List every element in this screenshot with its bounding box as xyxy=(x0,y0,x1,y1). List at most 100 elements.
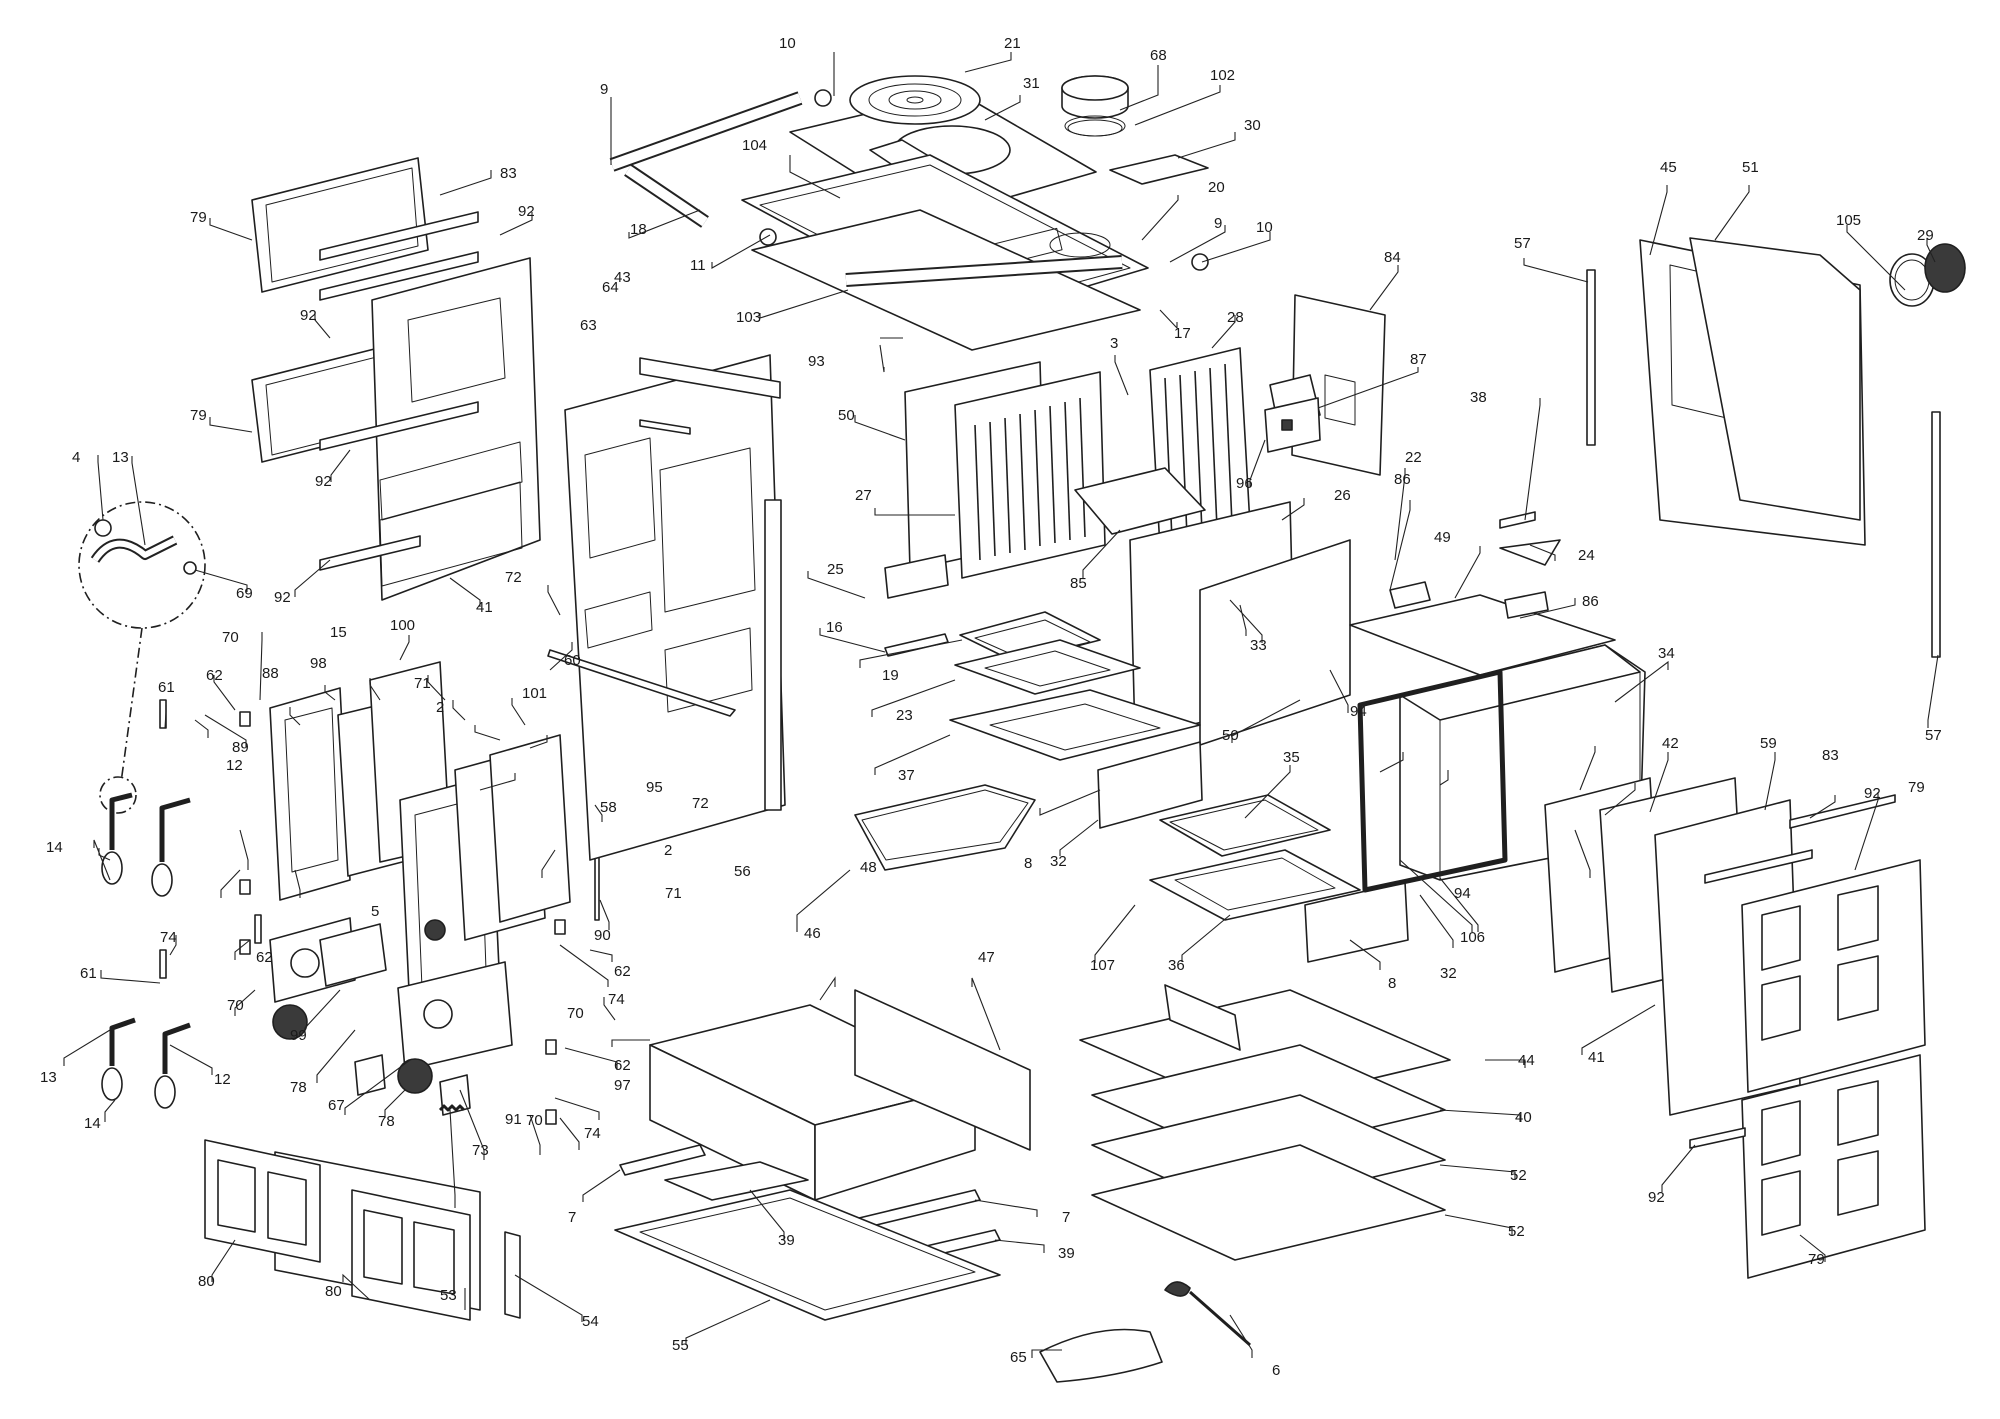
callout-labels: 2 2 3 4 5 6 7 7 8 8 9 9 10 10 11 12 12 1… xyxy=(40,35,1942,1379)
callout-54: 54 xyxy=(582,1313,599,1330)
callout-32: 32 xyxy=(1440,965,1457,982)
callout-74: 74 xyxy=(160,929,177,946)
callout-50: 50 xyxy=(838,407,855,424)
callout-30: 30 xyxy=(1244,117,1261,134)
callout-93: 93 xyxy=(808,353,825,370)
callout-19: 19 xyxy=(882,667,899,684)
callout-2: 2 xyxy=(436,699,444,716)
part-oven-top-49 xyxy=(1349,594,1616,676)
callout-62: 62 xyxy=(256,949,273,966)
callout-92: 92 xyxy=(274,589,291,606)
part-rear-frame xyxy=(547,354,786,861)
callout-18: 18 xyxy=(630,221,647,238)
callout-14: 14 xyxy=(46,839,63,856)
callout-13: 13 xyxy=(40,1069,57,1086)
part-oven-frame-36 xyxy=(1149,849,1361,921)
part-oven-frame-106 xyxy=(1357,669,1508,893)
callout-60: 60 xyxy=(564,652,581,669)
callout-74: 74 xyxy=(608,991,625,1008)
callout-7: 7 xyxy=(568,1209,576,1226)
callout-64: 64 xyxy=(602,279,619,296)
callout-61: 61 xyxy=(80,965,97,982)
callout-104: 104 xyxy=(742,137,767,154)
part-left-door-panel-top xyxy=(251,157,429,293)
part-knobs-78 xyxy=(354,1054,471,1116)
callout-10: 10 xyxy=(779,35,796,52)
callout-31: 31 xyxy=(1023,75,1040,92)
part-right-door-panel-bottom xyxy=(1741,1054,1926,1279)
callout-70: 70 xyxy=(222,629,239,646)
callout-98: 98 xyxy=(310,655,327,672)
callout-13: 13 xyxy=(112,449,129,466)
callout-12: 12 xyxy=(214,1071,231,1088)
callout-8: 8 xyxy=(1388,975,1396,992)
part-towel-rail-right xyxy=(759,89,1209,287)
callout-70: 70 xyxy=(567,1005,584,1022)
part-door-glass-101-60 xyxy=(454,734,571,941)
callout-99: 99 xyxy=(290,1027,307,1044)
callout-91: 91 xyxy=(505,1111,522,1128)
callout-90: 90 xyxy=(594,927,611,944)
callout-63: 63 xyxy=(580,317,597,334)
part-strip-54 xyxy=(504,1231,521,1319)
part-bottom-plate-52-bottom xyxy=(1091,1144,1446,1261)
callout-71: 71 xyxy=(665,885,682,902)
callout-39: 39 xyxy=(1058,1245,1075,1262)
part-door-strips xyxy=(319,211,479,571)
part-firebox-tray-85 xyxy=(1074,467,1206,535)
callout-23: 23 xyxy=(896,707,913,724)
callout-55: 55 xyxy=(672,1337,689,1354)
part-ash-tray-23 xyxy=(954,639,1141,695)
part-drawer-back-47 xyxy=(854,989,1031,1151)
callout-38: 38 xyxy=(1470,389,1487,406)
callout-24: 24 xyxy=(1578,547,1595,564)
part-rosettes-99-67 xyxy=(272,1004,433,1094)
callout-10: 10 xyxy=(1256,219,1273,236)
callout-94: 94 xyxy=(1454,885,1471,902)
part-firebox-panel-50 xyxy=(1199,539,1351,746)
part-grate-19 xyxy=(959,611,1101,663)
part-strips-57 xyxy=(1586,269,1941,658)
callout-96: 96 xyxy=(1236,475,1253,492)
callout-25: 25 xyxy=(827,561,844,578)
callout-78: 78 xyxy=(378,1113,395,1130)
callout-84: 84 xyxy=(1384,249,1401,266)
callout-42: 42 xyxy=(1662,735,1679,752)
callout-79: 79 xyxy=(1808,1251,1825,1268)
part-cover-plate xyxy=(1109,154,1209,185)
part-hob-ring xyxy=(849,75,981,125)
callout-51: 51 xyxy=(1742,159,1759,176)
callout-29: 29 xyxy=(1917,227,1934,244)
callout-89: 89 xyxy=(232,739,249,756)
part-ash-door-89 xyxy=(269,917,387,1003)
callout-92: 92 xyxy=(1864,785,1881,802)
callout-58: 58 xyxy=(600,799,617,816)
callout-86: 86 xyxy=(1582,593,1599,610)
part-poker-tool-6 xyxy=(1164,1281,1251,1347)
part-right-back-sheet xyxy=(1689,237,1861,521)
callout-105: 105 xyxy=(1836,212,1861,229)
callout-9: 9 xyxy=(600,81,608,98)
part-drawer-46 xyxy=(649,1004,976,1201)
part-plinth-panel-right xyxy=(351,1189,471,1321)
callout-74: 74 xyxy=(584,1125,601,1142)
callout-100: 100 xyxy=(390,617,415,634)
callout-57: 57 xyxy=(1925,727,1942,744)
callout-95: 95 xyxy=(646,779,663,796)
callout-67: 67 xyxy=(328,1097,345,1114)
part-oven-glove-65 xyxy=(1039,1328,1163,1383)
callout-71: 71 xyxy=(414,675,431,692)
part-gasket-105-29 xyxy=(1889,243,1966,307)
callout-37: 37 xyxy=(898,767,915,784)
callout-22: 22 xyxy=(1405,449,1422,466)
part-left-side-panel xyxy=(371,257,541,601)
callout-106: 106 xyxy=(1460,929,1485,946)
part-firebox-grate-left xyxy=(954,371,1106,579)
callout-72: 72 xyxy=(692,795,709,812)
callout-36: 36 xyxy=(1168,957,1185,974)
callout-62: 62 xyxy=(206,667,223,684)
part-spring-73 xyxy=(438,1104,466,1112)
part-oven-clip-24 xyxy=(1389,511,1561,619)
